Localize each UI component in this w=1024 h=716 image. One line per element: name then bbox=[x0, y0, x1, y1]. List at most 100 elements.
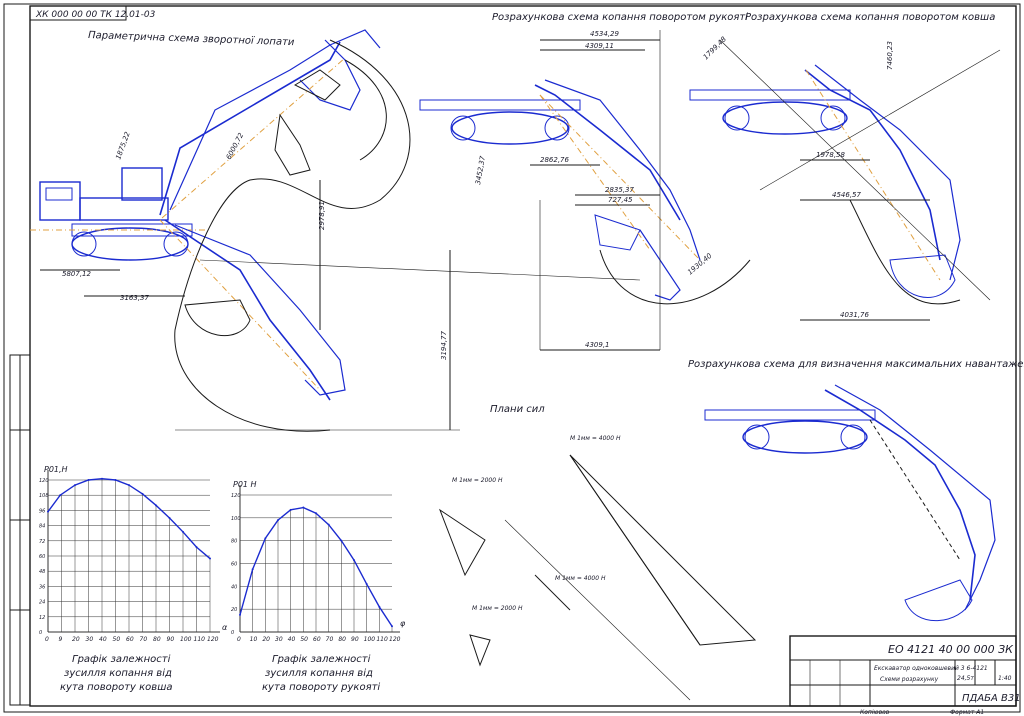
chart2-point bbox=[277, 519, 279, 522]
svg-text:M 1мм = 2000 Н: M 1мм = 2000 Н bbox=[452, 477, 503, 484]
chart1-ytick: 24 bbox=[39, 600, 45, 606]
bucket-scheme-title: Розрахункова схема копання поворотом ков… bbox=[745, 12, 995, 23]
chart1-ytick: 96 bbox=[39, 508, 45, 514]
svg-text:3452,37: 3452,37 bbox=[474, 155, 487, 185]
svg-text:7460,23: 7460,23 bbox=[886, 41, 894, 70]
chart2-point bbox=[289, 508, 292, 511]
chart1-xlabel: α bbox=[222, 623, 228, 632]
handle-scheme-title: Розрахункова схема копання поворотом рук… bbox=[492, 11, 748, 23]
chart2-xtick: 70 bbox=[326, 636, 334, 643]
chart2-point bbox=[239, 613, 241, 616]
max-load-scheme-view: Розрахункова схема для визначення максим… bbox=[688, 359, 1024, 622]
chart2-xlabel: φ bbox=[400, 619, 406, 628]
svg-text:4031,76: 4031,76 bbox=[840, 311, 869, 319]
chart2-ytick: 120 bbox=[231, 493, 241, 499]
chart2-caption-1: Графік залежності bbox=[272, 653, 371, 665]
chart1-xtick: 60 bbox=[126, 636, 134, 643]
svg-text:4546,57: 4546,57 bbox=[832, 191, 861, 199]
chart1-xtick: 100 bbox=[180, 636, 192, 643]
chart1-ytick: 84 bbox=[39, 524, 45, 530]
chart1-title: P01,Н bbox=[44, 465, 68, 474]
chart1-ytick: 0 bbox=[39, 630, 42, 636]
tb-format: Формат А1 bbox=[950, 709, 984, 716]
svg-text:4534,29: 4534,29 bbox=[590, 30, 619, 38]
svg-text:2978,91: 2978,91 bbox=[318, 201, 326, 230]
chart1-ytick: 12 bbox=[39, 615, 45, 621]
chart1-point bbox=[59, 494, 62, 497]
chart1-point bbox=[101, 477, 103, 480]
handle-scheme-view: Розрахункова схема копання поворотом рук… bbox=[419, 11, 751, 351]
tb-copied: Копіював bbox=[860, 709, 890, 716]
chart2-title: P01 Н bbox=[233, 480, 257, 489]
chart1-xtick: 20 bbox=[72, 636, 80, 643]
chart1-xtick: 80 bbox=[153, 636, 161, 643]
chart1-point bbox=[74, 484, 76, 487]
chart2-point bbox=[264, 537, 267, 540]
chart2-xtick: 110 bbox=[376, 636, 388, 643]
tb-scale: 1:40 bbox=[998, 675, 1012, 682]
chart1-xtick: 120 bbox=[207, 636, 219, 643]
chart1-point bbox=[114, 479, 117, 481]
chart1-point bbox=[87, 479, 90, 481]
chart1-xtick: 90 bbox=[167, 636, 175, 643]
chart1-ytick: 48 bbox=[39, 569, 45, 575]
chart1-xtick: 50 bbox=[113, 636, 121, 643]
svg-text:2862,76: 2862,76 bbox=[540, 156, 569, 164]
chart2-point bbox=[378, 605, 381, 608]
chart2-point bbox=[251, 568, 254, 571]
chart2-xtick: 0 bbox=[237, 636, 241, 643]
chart2-xtick: 20 bbox=[262, 636, 270, 643]
param-scheme-view: Параметрична схема зворотної лопати 2978… bbox=[30, 29, 641, 432]
chart1-xtick: 30 bbox=[86, 636, 94, 643]
chart1-point bbox=[195, 546, 198, 549]
svg-text:M 1мм = 4000 Н: M 1мм = 4000 Н bbox=[570, 435, 621, 442]
chart1-point bbox=[128, 484, 130, 487]
chart2-xtick: 90 bbox=[351, 636, 359, 643]
chart2-point bbox=[353, 559, 355, 562]
tb-doc-number: ЕО 4121 40 00 000 ЗК bbox=[888, 643, 1014, 656]
svg-text:3163,37: 3163,37 bbox=[120, 294, 149, 302]
chart1-xtick: 110 bbox=[194, 636, 206, 643]
chart1-caption-2: зусилля копання від bbox=[64, 667, 172, 679]
chart1-ytick: 60 bbox=[39, 554, 45, 560]
chart2-ytick: 60 bbox=[231, 562, 237, 568]
chart2-caption-2: зусилля копання від bbox=[265, 667, 373, 679]
chart2-point bbox=[327, 523, 330, 526]
chart2-point bbox=[315, 512, 317, 515]
chart2-xtick: 80 bbox=[338, 636, 346, 643]
chart2-xtick: 60 bbox=[313, 636, 321, 643]
chart1-ytick: 72 bbox=[39, 539, 45, 545]
chart2-xtick: 100 bbox=[364, 636, 376, 643]
chart2-point bbox=[391, 625, 393, 628]
chart2-ytick: 100 bbox=[231, 516, 241, 522]
chart2-ytick: 20 bbox=[231, 607, 237, 613]
svg-text:1930,40: 1930,40 bbox=[686, 251, 714, 276]
chart1-point bbox=[209, 557, 211, 560]
left-margin-stamp bbox=[9, 354, 31, 706]
tb-group: ПДАБА В31 bbox=[962, 693, 1021, 704]
svg-text:4309,11: 4309,11 bbox=[585, 42, 614, 50]
chart2-xtick: 30 bbox=[275, 636, 283, 643]
chart2-point bbox=[365, 583, 368, 586]
doc-code: ХК 000 00 00 ТК 12.01-03 bbox=[35, 10, 156, 20]
svg-text:1875,22: 1875,22 bbox=[114, 130, 132, 160]
chart1-ytick: 120 bbox=[39, 478, 49, 484]
chart1-point bbox=[182, 530, 184, 533]
chart2-ytick: 0 bbox=[231, 630, 234, 636]
chart1-xtick: 70 bbox=[140, 636, 148, 643]
tb-mass: 24,5т bbox=[957, 675, 974, 682]
svg-text:727,45: 727,45 bbox=[608, 196, 633, 204]
chart2-xtick: 50 bbox=[300, 636, 308, 643]
title-block: ЕО 4121 40 00 000 ЗК Екскаватор одноковш… bbox=[789, 635, 1021, 716]
chart2-xtick: 120 bbox=[389, 636, 401, 643]
boom-lower bbox=[164, 219, 331, 401]
chart1-ytick: 36 bbox=[39, 584, 45, 590]
svg-text:M 1мм = 2000 Н: M 1мм = 2000 Н bbox=[472, 605, 523, 612]
chart1-caption-1: Графік залежності bbox=[72, 653, 171, 665]
boom-upper bbox=[159, 41, 341, 216]
chart2-xtick: 10 bbox=[250, 636, 258, 643]
svg-text:4309,1: 4309,1 bbox=[585, 341, 610, 349]
svg-text:6000,72: 6000,72 bbox=[225, 131, 246, 161]
